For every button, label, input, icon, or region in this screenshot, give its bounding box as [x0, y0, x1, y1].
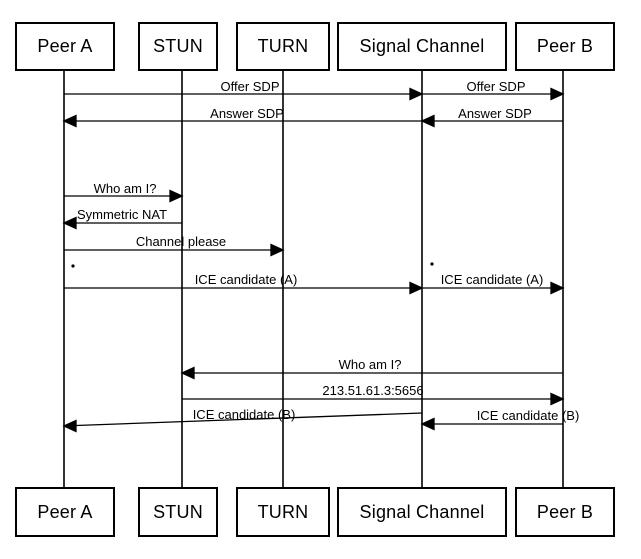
message-label-ice-b-left: ICE candidate (B) — [192, 407, 296, 422]
arrowhead-answer-sdp-a — [62, 114, 77, 128]
arrowhead-ice-b-right — [420, 417, 435, 431]
actor-box-turn-bottom: TURN — [236, 487, 330, 537]
arrowhead-answer-sdp-b — [420, 114, 435, 128]
message-label-symmetric-nat: Symmetric NAT — [76, 207, 168, 222]
actor-box-signal-channel-bottom: Signal Channel — [337, 487, 507, 537]
message-label-offer-sdp-a: Offer SDP — [220, 79, 280, 94]
arrow-line-ice-b-left — [75, 412, 423, 427]
arrowhead-ip-address — [550, 392, 565, 406]
actor-label: Signal Channel — [359, 501, 485, 522]
actor-box-stun-top: STUN — [138, 22, 218, 71]
arrowhead-ice-a-right — [550, 281, 565, 295]
arrowhead-channel-please — [270, 243, 285, 257]
actor-box-peer-b-bottom: Peer B — [515, 487, 615, 537]
message-label-who-am-i-b: Who am I? — [338, 357, 402, 372]
actor-label: Signal Channel — [359, 36, 485, 56]
arrowhead-ice-a-left — [409, 281, 424, 295]
actor-box-peer-a-bottom: Peer A — [15, 487, 115, 537]
actor-box-signal-channel-top: Signal Channel — [337, 22, 507, 71]
message-label-who-am-i-a: Who am I? — [93, 181, 157, 196]
actor-label: TURN — [257, 501, 309, 522]
actor-label: Peer A — [37, 36, 93, 56]
arrowhead-who-am-i-b — [180, 366, 195, 380]
actor-label: STUN — [153, 36, 203, 56]
actor-label: Peer B — [536, 36, 594, 56]
actor-label: Peer B — [536, 501, 594, 522]
message-arrows — [62, 87, 565, 433]
message-label-offer-sdp-b: Offer SDP — [466, 79, 526, 94]
arrowhead-offer-sdp-b — [550, 87, 565, 101]
actor-label: STUN — [153, 501, 203, 522]
stray-dots — [71, 262, 434, 268]
actor-box-stun-bottom: STUN — [138, 487, 218, 537]
message-label-ice-a-left: ICE candidate (A) — [194, 272, 298, 287]
stray-dot-left — [71, 264, 75, 268]
arrowhead-ice-b-left — [62, 419, 77, 433]
message-label-ip-address: 213.51.61.3:5656 — [322, 383, 424, 398]
arrowhead-symmetric-nat — [62, 216, 77, 230]
lifelines — [63, 71, 564, 487]
actor-label: TURN — [257, 36, 309, 56]
arrowhead-offer-sdp-a — [409, 87, 424, 101]
message-label-channel-please: Channel please — [135, 234, 227, 249]
message-label-ice-a-right: ICE candidate (A) — [440, 272, 544, 287]
actor-box-peer-b-top: Peer B — [515, 22, 615, 71]
message-label-ice-b-right: ICE candidate (B) — [476, 408, 580, 423]
actor-box-turn-top: TURN — [236, 22, 330, 71]
message-label-answer-sdp-b: Answer SDP — [458, 106, 532, 121]
actor-label: Peer A — [37, 501, 93, 522]
stray-dot-right — [430, 262, 434, 266]
actor-box-peer-a-top: Peer A — [15, 22, 115, 71]
arrowhead-who-am-i-a — [169, 189, 184, 203]
message-label-answer-sdp-a: Answer SDP — [210, 106, 284, 121]
